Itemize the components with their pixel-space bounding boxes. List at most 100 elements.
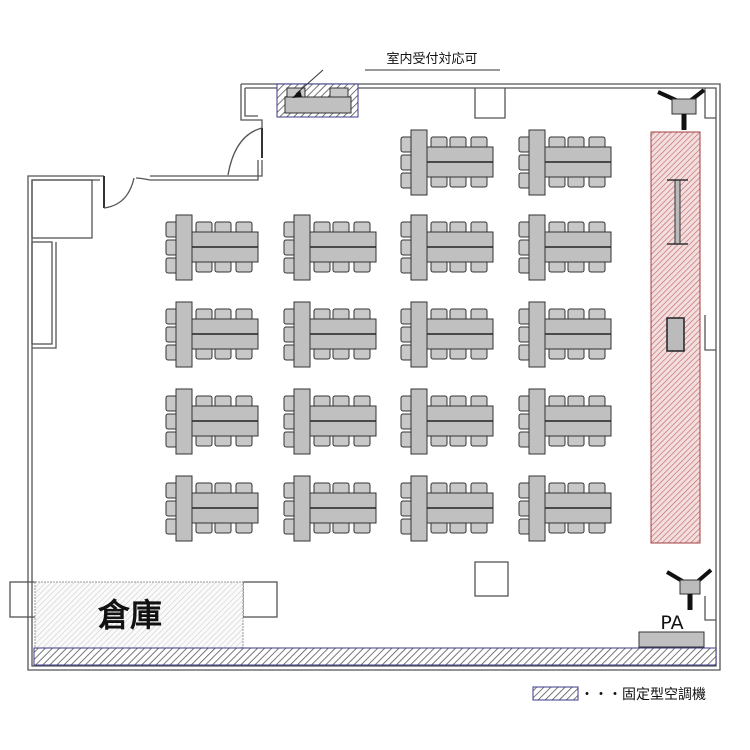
chair <box>567 260 585 273</box>
table-group <box>283 475 377 542</box>
chair <box>518 482 531 499</box>
chair <box>235 395 253 408</box>
table-group <box>165 475 259 542</box>
chair <box>195 521 213 534</box>
chair <box>283 500 296 517</box>
table-group <box>165 214 259 281</box>
chair <box>283 344 296 361</box>
chair <box>400 326 413 343</box>
chair <box>332 521 350 534</box>
table-group <box>400 214 494 281</box>
chair <box>430 221 448 234</box>
chair <box>214 260 232 273</box>
chair <box>400 221 413 238</box>
chair <box>400 136 413 153</box>
chair <box>449 308 467 321</box>
chair <box>313 482 331 495</box>
head-table <box>293 475 311 542</box>
table-group <box>283 301 377 368</box>
reception-label: 室内受付対応可 <box>386 51 477 67</box>
chair <box>588 221 606 234</box>
chair <box>283 431 296 448</box>
chair <box>165 239 178 256</box>
chair <box>588 175 606 188</box>
table-group <box>165 301 259 368</box>
chair <box>332 395 350 408</box>
speaker-top-icon <box>657 88 706 130</box>
chair <box>567 482 585 495</box>
chair <box>195 308 213 321</box>
head-table <box>293 214 311 281</box>
chair <box>214 308 232 321</box>
chair <box>548 221 566 234</box>
chair <box>567 136 585 149</box>
chair <box>518 395 531 412</box>
chair <box>518 308 531 325</box>
chair <box>353 521 371 534</box>
head-table <box>410 214 428 281</box>
chair <box>548 136 566 149</box>
chair <box>195 260 213 273</box>
door-left[interactable] <box>103 176 151 209</box>
chair <box>235 434 253 447</box>
chair <box>449 175 467 188</box>
chair <box>430 175 448 188</box>
chair <box>518 257 531 274</box>
head-table <box>175 475 193 542</box>
chair <box>518 239 531 256</box>
storage-label: 倉庫 <box>97 596 162 634</box>
chair <box>567 434 585 447</box>
head-table <box>293 301 311 368</box>
chair <box>470 260 488 273</box>
chair <box>195 395 213 408</box>
chair <box>449 347 467 360</box>
chair <box>518 172 531 189</box>
head-table <box>528 301 546 368</box>
chair <box>470 521 488 534</box>
door-upper[interactable] <box>227 127 263 176</box>
chair <box>518 413 531 430</box>
chair <box>214 395 232 408</box>
chair <box>567 221 585 234</box>
chair <box>588 434 606 447</box>
chair <box>430 482 448 495</box>
chair <box>548 260 566 273</box>
chair <box>283 308 296 325</box>
chair <box>400 413 413 430</box>
chair <box>470 221 488 234</box>
chair <box>313 395 331 408</box>
chair <box>165 257 178 274</box>
legend: ・・・固定型空調機 <box>532 686 706 703</box>
storage-room: 倉庫 <box>34 581 244 649</box>
head-table <box>528 388 546 455</box>
chair <box>165 326 178 343</box>
chair <box>567 347 585 360</box>
head-table <box>175 388 193 455</box>
head-table <box>410 301 428 368</box>
head-table <box>410 388 428 455</box>
head-table <box>175 301 193 368</box>
chair <box>518 518 531 535</box>
chair <box>283 239 296 256</box>
chair <box>214 434 232 447</box>
chair <box>332 221 350 234</box>
chair <box>400 344 413 361</box>
chair <box>332 308 350 321</box>
chair <box>518 344 531 361</box>
chair <box>470 175 488 188</box>
head-table <box>528 129 546 196</box>
chair <box>165 308 178 325</box>
chair <box>567 521 585 534</box>
chair <box>400 239 413 256</box>
chair <box>518 136 531 153</box>
chair <box>430 395 448 408</box>
chair <box>400 308 413 325</box>
chair <box>449 221 467 234</box>
chair <box>353 482 371 495</box>
chair <box>353 347 371 360</box>
chair <box>332 434 350 447</box>
chair <box>195 434 213 447</box>
chair <box>400 500 413 517</box>
chair <box>165 221 178 238</box>
speaker-bottom-icon <box>665 568 713 610</box>
